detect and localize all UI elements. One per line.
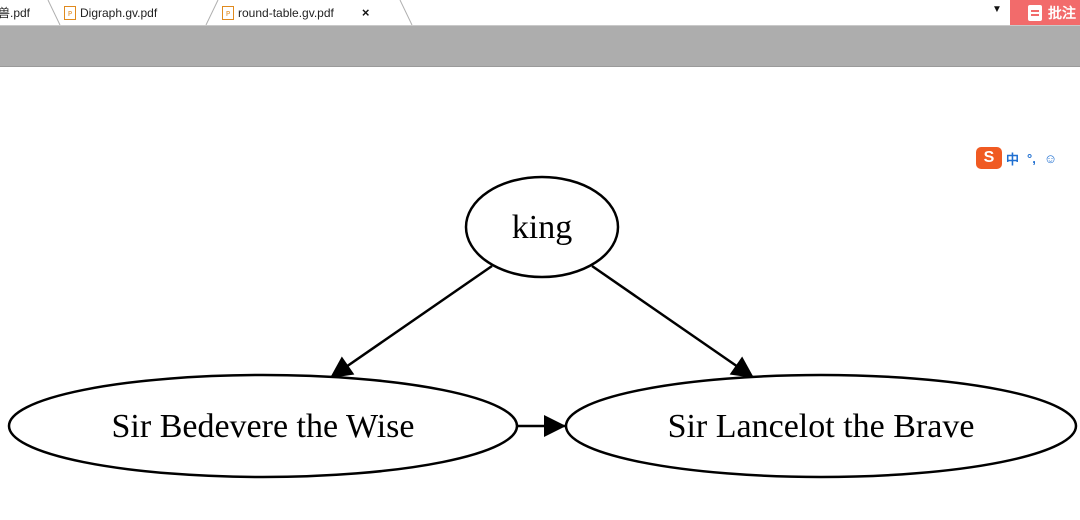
annotate-button-label: 批注 xyxy=(1048,4,1076,21)
tab-bar: 怪兽.pdf P Digraph.gv.pdf P round-table.gv… xyxy=(0,0,1080,26)
ime-mode[interactable]: 中 xyxy=(1006,151,1020,167)
ime-status-bar[interactable]: S 中 °, ☺ xyxy=(976,145,1066,171)
close-icon[interactable]: × xyxy=(361,5,370,20)
tab-round-table-pdf[interactable]: P round-table.gv.pdf × xyxy=(222,0,370,25)
node-label-lancelot: Sir Lancelot the Brave xyxy=(668,408,975,445)
tab-list-dropdown-icon[interactable]: ▼ xyxy=(992,4,1002,15)
viewer-toolbar xyxy=(0,26,1080,67)
tab-separator xyxy=(399,0,413,25)
tab-label: Digraph.gv.pdf xyxy=(80,5,158,20)
svg-text:P: P xyxy=(226,10,230,18)
tab-separator xyxy=(47,0,61,25)
digraph-canvas: king Sir Bedevere the Wise Sir Lancelot … xyxy=(7,175,1078,479)
tab-label: round-table.gv.pdf xyxy=(238,5,334,20)
pdf-file-icon: P xyxy=(64,5,76,20)
tab-label: 怪兽.pdf xyxy=(0,6,31,20)
node-sir-bedevere: Sir Bedevere the Wise xyxy=(7,373,519,479)
svg-text:P: P xyxy=(68,10,72,18)
ime-punctuation[interactable]: °, xyxy=(1027,150,1036,166)
sogou-logo-icon: S xyxy=(976,147,1002,169)
annotate-button[interactable]: 批注 xyxy=(1010,0,1080,25)
node-king: king xyxy=(464,175,620,279)
emoji-icon[interactable]: ☺ xyxy=(1043,150,1058,166)
tab-separator xyxy=(205,0,219,25)
tab-digraph-pdf[interactable]: P Digraph.gv.pdf xyxy=(64,0,157,25)
node-label-bedevere: Sir Bedevere the Wise xyxy=(112,408,415,445)
edge-king-bedevere xyxy=(329,264,493,380)
node-sir-lancelot: Sir Lancelot the Brave xyxy=(564,373,1078,479)
edge-king-lancelot xyxy=(591,264,755,380)
comment-doc-icon xyxy=(1028,4,1042,21)
pdf-file-icon: P xyxy=(222,5,234,20)
node-label-king: king xyxy=(512,209,572,246)
tab-monster-pdf[interactable]: 怪兽.pdf xyxy=(0,0,30,25)
